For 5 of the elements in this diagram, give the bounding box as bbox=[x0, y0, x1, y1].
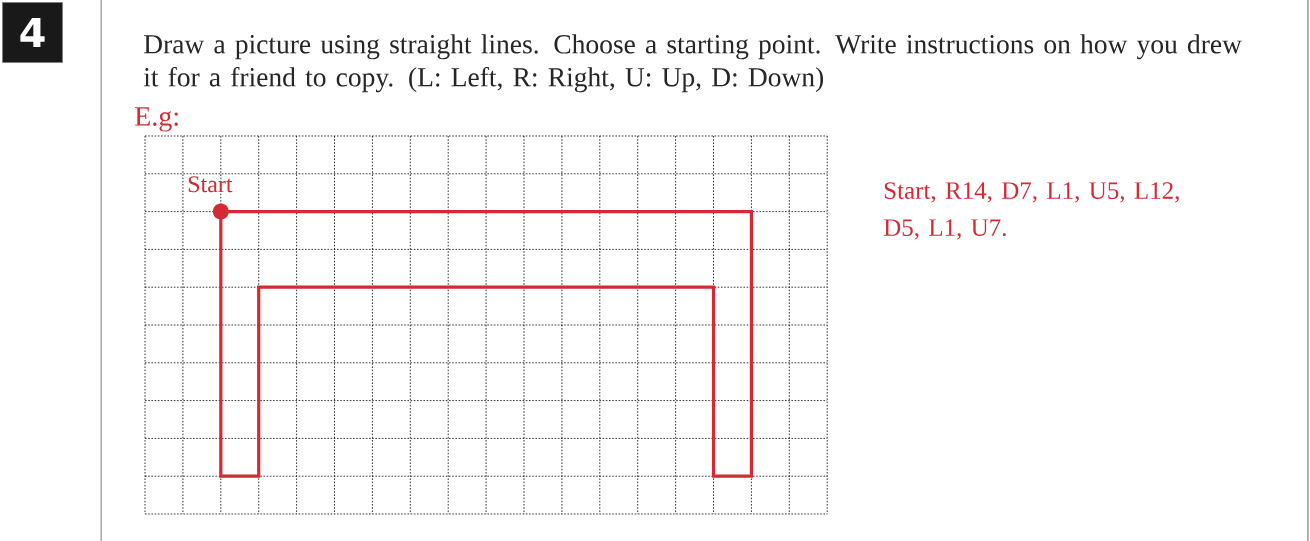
example-instructions: Start, R14, D7, L1, U5, L12, D5, L1, U7. bbox=[883, 182, 1179, 240]
instruction-text: Draw a picture using straight lines. Choose a starting point. Write instructions on how you drew it for a friend to copy. (L: Left, R: Right, U: Up, D: Down) bbox=[143, 34, 1242, 93]
example-label: E.g: bbox=[135, 107, 178, 132]
start-label: Start bbox=[188, 176, 233, 193]
question-number: 4 bbox=[2, 2, 63, 63]
